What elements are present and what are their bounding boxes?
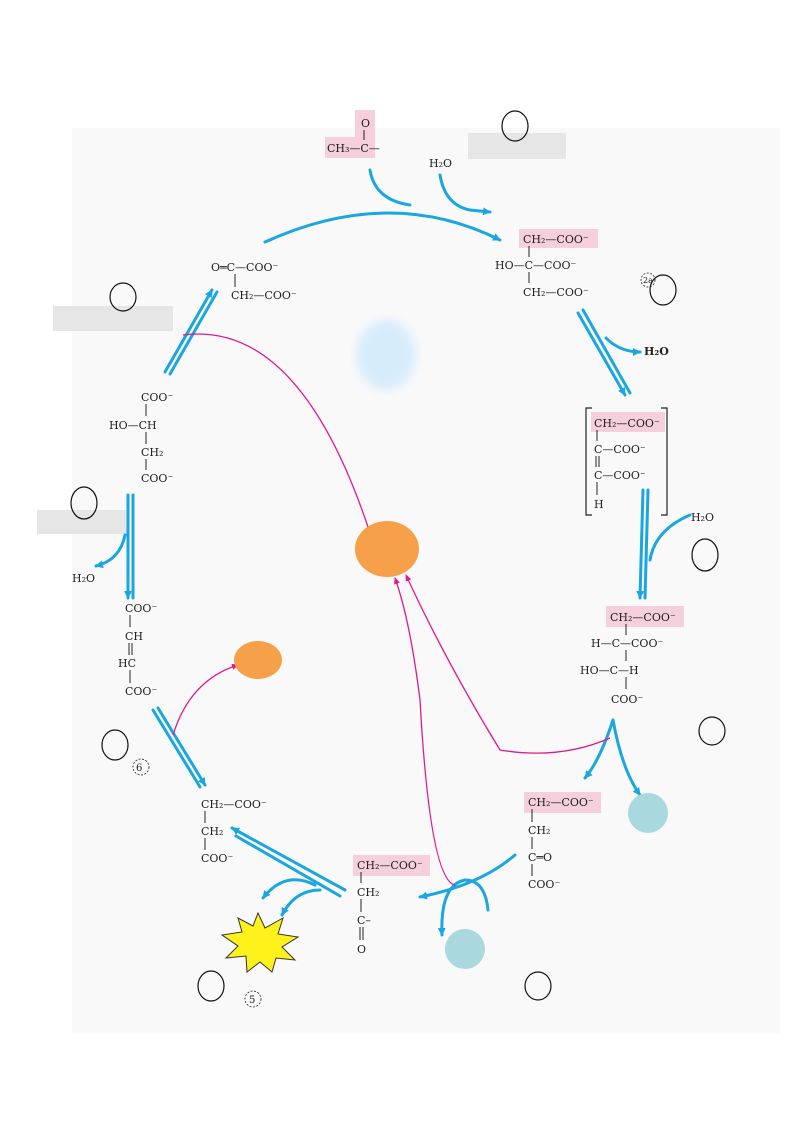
acetyl-coa-label: CH₃—C— <box>327 142 380 155</box>
cis-aconitate-line-1: CH₂—COO⁻ <box>594 417 660 430</box>
isocitrate-line-3: HO—C—H <box>580 664 639 677</box>
succinyl-highlight <box>353 855 430 876</box>
succinyl-line-3: C– <box>357 914 371 927</box>
malate-line-1: COO⁻ <box>141 391 173 404</box>
orange-dot-icon <box>234 641 282 679</box>
label-box-8 <box>53 306 173 331</box>
alpha-kg-line-4: COO⁻ <box>528 878 560 891</box>
isocitrate-line-4: COO⁻ <box>611 693 643 706</box>
succinyl-line-2: CH₂ <box>357 886 379 899</box>
step-circle-8 <box>109 282 137 312</box>
step-circle-3 <box>691 538 719 572</box>
step-circle-2 <box>649 274 677 306</box>
bracket-left <box>585 407 592 516</box>
acetyl-highlight-2 <box>325 137 375 158</box>
step-circle-1 <box>501 110 529 142</box>
succinyl-line-4: O <box>357 943 366 956</box>
alpha-kg-line-1: CH₂—COO⁻ <box>528 796 594 809</box>
alpha-kg-line-3: C═O <box>528 851 552 864</box>
step-mark-5 <box>244 990 262 1008</box>
oxaloacetate-line-2: CH₂—COO⁻ <box>231 289 297 302</box>
label-box-7 <box>37 510 127 534</box>
citrate-line-1: CH₂—COO⁻ <box>523 233 589 246</box>
oxaloacetate-line-1: O═C—COO⁻ <box>211 261 279 274</box>
malate-line-3: CH₂ <box>141 446 163 459</box>
cis-aconitate-line-3: C—COO⁻ <box>594 469 646 482</box>
hub-connector-paths <box>172 333 611 886</box>
diagram-background-panel <box>72 128 780 1033</box>
cis-aconitate-line-4: H <box>594 498 604 511</box>
water-label-2: H₂O <box>644 345 669 358</box>
step-circle-6 <box>101 729 129 761</box>
citrate-line-2: HO—C—COO⁻ <box>495 259 576 272</box>
starburst-icon <box>220 911 300 973</box>
step-circle-5 <box>197 970 225 1002</box>
label-box-1 <box>468 133 566 159</box>
malate-line-4: COO⁻ <box>141 472 173 485</box>
step-circle-7 <box>70 486 98 520</box>
isocitrate-highlight <box>606 606 684 627</box>
cis-aconitate-highlight <box>591 412 665 432</box>
alpha-kg-line-2: CH₂ <box>528 824 550 837</box>
fumarate-line-4: COO⁻ <box>125 685 157 698</box>
cloud-blob-icon <box>356 320 416 390</box>
succinate-line-1: CH₂—COO⁻ <box>201 798 267 811</box>
fumarate-line-3: HC <box>118 657 136 670</box>
citrate-highlight <box>519 229 598 248</box>
acetyl-oxygen: O <box>361 117 370 130</box>
step-mark-2a <box>640 272 656 288</box>
step-mark-2a-label: 2a <box>643 276 653 285</box>
citrate-line-3: CH₂—COO⁻ <box>523 286 589 299</box>
water-label-4: H₂O <box>72 572 95 585</box>
cyan-dot-icon-2 <box>445 929 485 969</box>
step-circle-4b <box>524 971 552 1001</box>
bracket-right <box>661 407 668 516</box>
isocitrate-line-1: CH₂—COO⁻ <box>610 611 676 624</box>
isocitrate-line-2: H—C—COO⁻ <box>591 637 663 650</box>
malate-line-2: HO—CH <box>109 419 157 432</box>
alpha-kg-highlight <box>524 792 601 813</box>
succinate-line-3: COO⁻ <box>201 852 233 865</box>
water-label-3: H₂O <box>691 511 714 524</box>
water-label-1: H₂O <box>429 157 452 170</box>
fumarate-line-2: CH <box>125 630 143 643</box>
succinate-line-2: CH₂ <box>201 825 223 838</box>
step-mark-6 <box>132 758 150 776</box>
cyan-dot-icon <box>628 793 668 833</box>
step-mark-5-label: 5 <box>249 995 255 1006</box>
step-circle-4 <box>698 716 726 746</box>
fumarate-line-1: COO⁻ <box>125 602 157 615</box>
cis-aconitate-line-2: C—COO⁻ <box>594 443 646 456</box>
step-mark-6-label: 6 <box>136 763 142 774</box>
orange-hub-icon <box>355 521 419 577</box>
succinyl-line-1: CH₂—COO⁻ <box>357 859 423 872</box>
cycle-arrows <box>94 168 692 937</box>
